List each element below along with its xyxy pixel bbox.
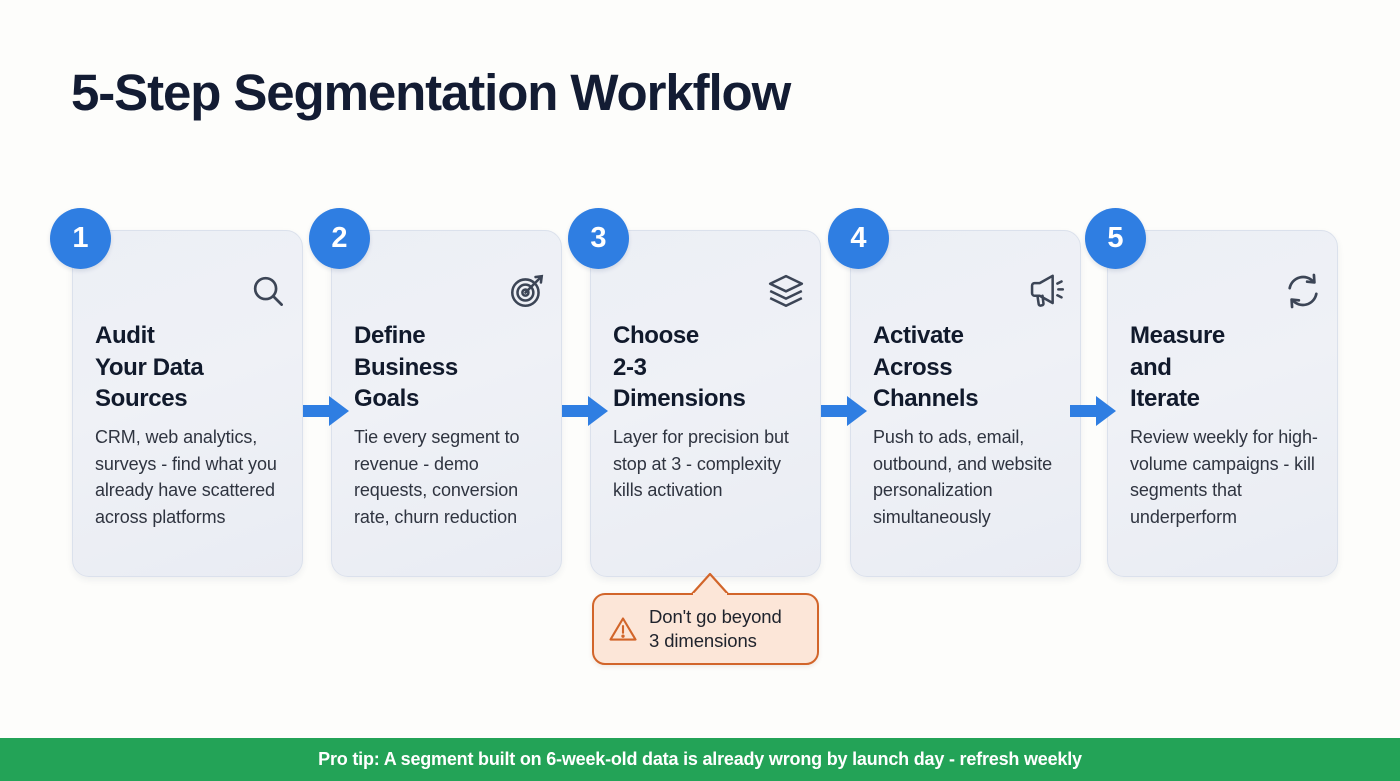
pro-tip-banner-text: Pro tip: A segment built on 6-week-old d… [318, 749, 1082, 769]
card-body-5: Review weekly for high-volume campaigns … [1130, 427, 1318, 527]
layers-icon [767, 272, 805, 310]
card-body-4: Push to ads, email, outbound, and websit… [873, 427, 1053, 527]
card-title-1: Audit Your Data Sources [95, 322, 204, 412]
card-title-3: Choose 2-3 Dimensions [613, 322, 746, 412]
step-number-badge-2: 2 [309, 208, 370, 269]
card-body-2: Tie every segment to revenue - demo requ… [354, 427, 520, 527]
arrow-connector-4 [1070, 391, 1117, 431]
step-card-5: 5 Measure and Iterate Review weekly for … [1085, 208, 1338, 577]
arrow-connector-1 [303, 391, 350, 431]
card-surface-5 [1107, 230, 1338, 577]
card-surface-2 [331, 230, 562, 577]
page-title: 5-Step Segmentation Workflow [71, 64, 791, 121]
callout-text: Don't go beyond 3 dimensions [649, 606, 782, 651]
card-title-5: Measure and Iterate [1130, 322, 1225, 412]
warning-triangle-icon [608, 614, 638, 644]
card-body-3: Layer for precision but stop at 3 - comp… [613, 427, 789, 501]
step-number-badge-4: 4 [828, 208, 889, 269]
step-card-3: 3 Choose 2-3 Dimensions Layer for precis… [568, 208, 821, 577]
card-body-1: CRM, web analytics, surveys - find what … [95, 427, 277, 527]
step-number-badge-1: 1 [50, 208, 111, 269]
step-card-2: 2 Define Business Goals Tie every segmen… [309, 208, 562, 577]
card-surface-1 [72, 230, 303, 577]
pro-tip-banner: Pro tip: A segment built on 6-week-old d… [0, 738, 1400, 781]
step-number-badge-5: 5 [1085, 208, 1146, 269]
callout-pointer [690, 572, 730, 596]
card-title-4: Activate Across Channels [873, 322, 979, 412]
card-surface-4 [850, 230, 1081, 577]
target-icon [508, 272, 546, 310]
arrow-connector-2 [562, 391, 609, 431]
step-card-4: 4 Activate Across Channels Push to ads, … [828, 208, 1081, 577]
card-surface-3 [590, 230, 821, 577]
arrow-connector-3 [821, 391, 868, 431]
search-icon [249, 272, 287, 310]
refresh-icon [1284, 272, 1322, 310]
step-card-1: 1 Audit Your Data Sources CRM, web analy… [50, 208, 303, 577]
megaphone-icon [1027, 272, 1065, 310]
callout-warning: Don't go beyond 3 dimensions [592, 593, 819, 665]
steps-row: 1 Audit Your Data Sources CRM, web analy… [0, 208, 1400, 588]
card-title-2: Define Business Goals [354, 322, 458, 412]
step-number-badge-3: 3 [568, 208, 629, 269]
